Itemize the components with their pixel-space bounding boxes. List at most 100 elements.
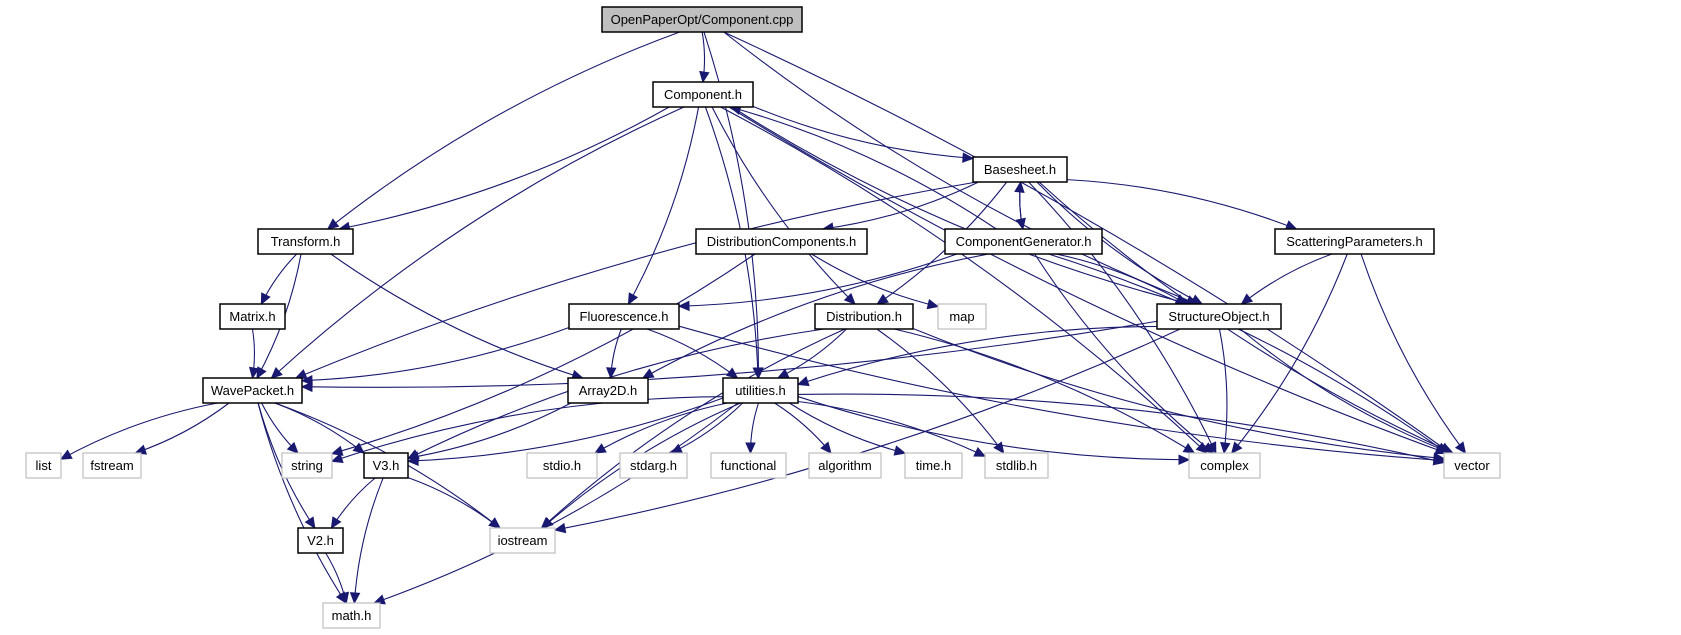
arrowhead-iostream [488,517,501,529]
node-matrix-h[interactable]: Matrix.h [219,303,286,330]
arrowhead-utilities_h [796,376,810,387]
edge-structobj_h-to-iostream [554,328,1181,531]
edge-component_h-to-wavepacket_h [271,106,685,379]
node-dist-h[interactable]: Distribution.h [814,303,914,330]
node-utilities-h[interactable]: utilities.h [722,377,799,404]
arrowhead-wavepacket_h [256,366,267,380]
arrowhead-basesheet_h [1014,180,1025,194]
node-v2-h[interactable]: V2.h [297,527,344,554]
node-box [568,303,680,330]
edge-basesheet_h-to-vector [1038,181,1454,454]
node-array2d-h[interactable]: Array2D.h [567,377,649,404]
node-iostream: iostream [489,527,556,554]
node-scatter-h[interactable]: ScatteringParameters.h [1274,228,1435,255]
edge-basesheet_h-to-scatter_h [1066,179,1297,230]
arrowhead-vector [1454,441,1467,454]
edge-utilities_h-to-time_h [789,402,906,454]
arrowhead-dist_h [843,292,856,305]
arrowhead-math_h [349,592,361,605]
node-box [82,452,142,479]
node-component-cpp[interactable]: OpenPaperOpt/Component.cpp [601,6,803,33]
edge-structobj_h-to-utilities_h [797,325,1158,385]
edge-component_h-to-dist_h [711,106,856,305]
node-component-h[interactable]: Component.h [652,81,754,108]
edge-structobj_h-to-wavepacket_h [301,320,1158,388]
arrowhead-fluor_h [627,292,639,306]
node-label: stdarg.h [630,458,677,473]
edge-wavepacket_h-to-fstream [135,402,230,454]
edge-array2d_h-to-v3_h [407,402,572,459]
arrowhead-transform_h [326,218,340,230]
node-box [695,228,868,255]
node-list: list [25,452,62,479]
node-label: Basesheet.h [984,162,1056,177]
arrowhead-stdlib_h [993,441,1005,454]
node-box [937,303,987,330]
edge-dist_h-to-complex [894,328,1195,454]
node-fluor-h[interactable]: Fluorescence.h [568,303,680,330]
node-basesheet-h[interactable]: Basesheet.h [972,156,1068,183]
edge-basesheet_h-to-structobj_h [1036,181,1203,305]
node-box [322,602,381,629]
node-box [601,6,803,33]
node-structobj-h[interactable]: StructureObject.h [1156,303,1282,330]
edge-utilities_h-to-vector [797,393,1445,464]
node-stdio-h: stdio.h [526,452,598,479]
node-complex: complex [1188,452,1261,479]
arrowhead-component_h [699,70,710,84]
arrowhead-complex [1178,454,1191,466]
node-time-h: time.h [904,452,963,479]
node-box [257,228,354,255]
edge-scatter_h-to-structobj_h [1241,253,1333,305]
node-compgen-h[interactable]: ComponentGenerator.h [944,228,1103,255]
node-map: map [937,303,987,330]
arrowhead-string [286,441,299,454]
node-label: fstream [90,458,133,473]
arrowhead-structobj_h [1240,293,1254,305]
arrowhead-algorithm [820,441,832,454]
edge-distcomp_h-to-map [811,253,939,308]
node-box [202,377,303,404]
edge-utilities_h-to-complex [797,396,1190,461]
edge-utilities_h-to-string [331,396,724,462]
node-wavepacket-h[interactable]: WavePacket.h [202,377,303,404]
node-label: Matrix.h [229,309,275,324]
node-box [219,303,286,330]
node-box [652,81,754,108]
arrowhead-math_h [338,591,350,605]
node-label: Component.h [664,87,742,102]
edge-dist_h-to-utilities_h [777,328,847,379]
edge-basesheet_h-to-wavepacket_h [295,181,977,379]
node-label: StructureObject.h [1168,309,1269,324]
edge-structobj_h-to-vector [1239,328,1451,454]
edge-compgen_h-to-complex [1034,253,1214,454]
node-box [904,452,963,479]
node-label: V3.h [373,458,400,473]
edge-component_h-to-vector [728,106,1447,454]
node-box [808,452,882,479]
edge-component_h-to-transform_h [339,106,670,230]
arrowhead-v3_h [406,455,419,466]
edge-compgen_h-to-structobj_h [1055,253,1187,305]
node-label: ComponentGenerator.h [956,234,1092,249]
node-v3-h[interactable]: V3.h [363,452,409,479]
node-box [1443,452,1501,479]
node-label: V2.h [307,533,334,548]
node-distcomp-h[interactable]: DistributionComponents.h [695,228,868,255]
node-label: iostream [498,533,548,548]
node-label: DistributionComponents.h [707,234,857,249]
arrowhead-dist_h [876,293,889,305]
arrowhead-map [926,298,940,310]
arrowhead-iostream [553,522,567,534]
node-box [526,452,598,479]
node-label: Fluorescence.h [580,309,669,324]
arrowhead-complex [1220,441,1231,455]
edge-component_cpp-to-structobj_h [723,31,1198,305]
node-label: Transform.h [271,234,341,249]
arrowhead-array2d_h [606,367,617,380]
arrowhead-functional [745,442,756,455]
arrowhead-wavepacket_h [270,367,283,379]
arrowhead-complex [1182,443,1196,454]
node-transform-h[interactable]: Transform.h [257,228,354,255]
node-box [710,452,787,479]
